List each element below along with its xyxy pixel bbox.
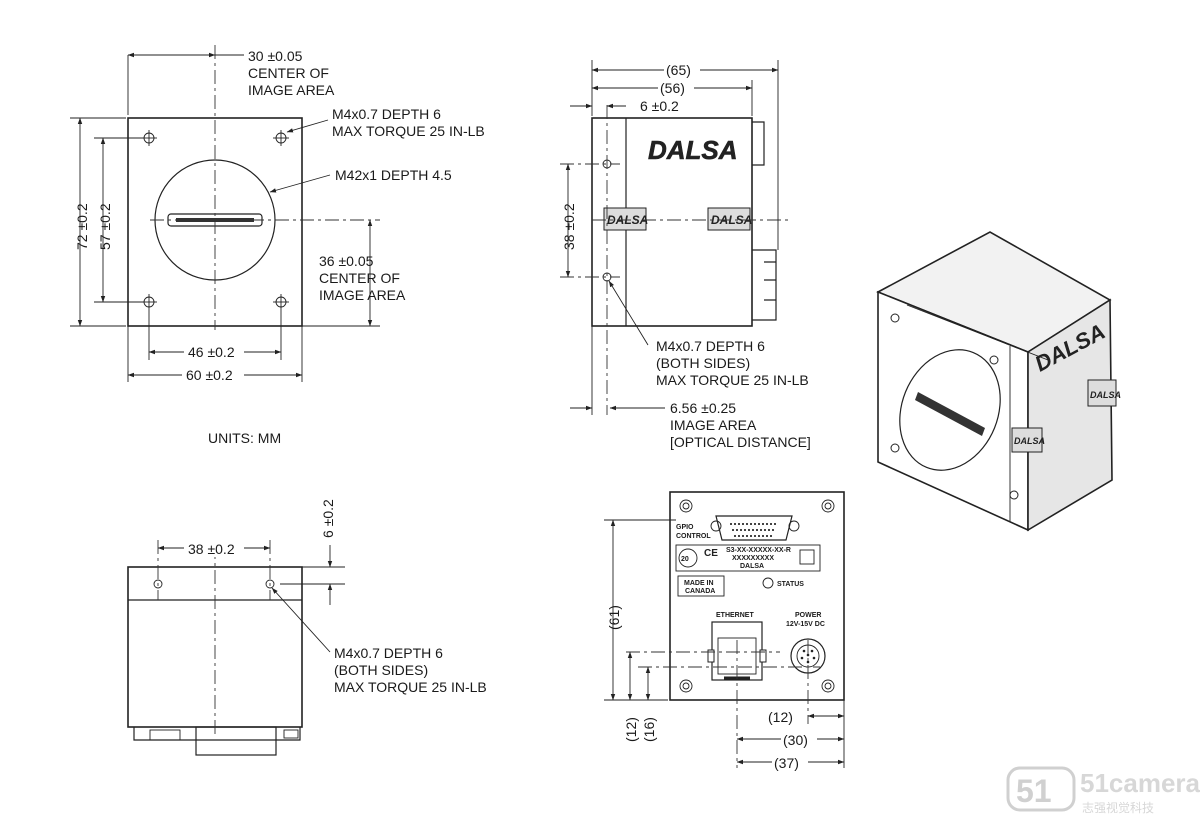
dim-top-value: 30 ±0.05 xyxy=(248,48,303,64)
dim-width-inner: 46 ±0.2 xyxy=(188,344,235,360)
dim-38: 38 ±0.2 xyxy=(561,203,577,250)
watermark-tagline: 志强视觉科技 xyxy=(1082,800,1154,815)
svg-text:DALSA: DALSA xyxy=(1014,436,1045,446)
ethernet-port xyxy=(707,621,767,681)
brand-plate-iso-1: DALSA xyxy=(1087,379,1121,407)
iso-side-face xyxy=(1027,298,1113,532)
dim-height-inner: 57 ±0.2 xyxy=(97,203,113,250)
dim-65: (65) xyxy=(666,62,691,78)
watermark: 51 51camera 志强视觉科技 xyxy=(1006,766,1200,815)
dim-30: (30) xyxy=(783,732,808,748)
thread-note-2: MAX TORQUE 25 IN-LB xyxy=(332,123,485,139)
ethernet-label: ETHERNET xyxy=(716,612,754,619)
corner-screw-icon xyxy=(679,499,835,693)
made-in-1: MADE IN xyxy=(684,580,714,587)
serial-3: DALSA xyxy=(740,563,764,570)
top-dim-6: 6 ±0.2 xyxy=(320,499,336,538)
power-label-1: POWER xyxy=(795,612,821,619)
top-thread-note-1: M4x0.7 DEPTH 6 xyxy=(334,645,443,661)
brand-side: DALSA xyxy=(648,135,738,165)
dim-right-note1: CENTER OF xyxy=(319,270,400,286)
front-view: 30 ±0.05 CENTER OF IMAGE AREA M4x0.7 DEP… xyxy=(70,45,485,384)
dim-height-outer: 72 ±0.2 xyxy=(74,203,90,250)
dim-width-outer: 60 ±0.2 xyxy=(186,367,233,383)
svg-text:DALSA: DALSA xyxy=(711,213,752,227)
watermark-brand: 51camera xyxy=(1080,768,1200,798)
gpio-label-1: GPIO xyxy=(676,524,694,531)
thread-note-1: M4x0.7 DEPTH 6 xyxy=(332,106,441,122)
svg-text:20: 20 xyxy=(681,556,689,563)
ce-mark: CE xyxy=(704,548,718,559)
status-label: STATUS xyxy=(777,581,804,588)
camera-logo-icon: 51 xyxy=(1006,766,1076,812)
dim-37: (37) xyxy=(774,755,799,771)
power-label-2: 12V-15V DC xyxy=(786,621,825,628)
dim-12-horizontal: (12) xyxy=(768,709,793,725)
dim-top-note2: IMAGE AREA xyxy=(248,82,335,98)
units-label: UNITS: MM xyxy=(208,430,281,446)
svg-text:DALSA: DALSA xyxy=(1090,390,1121,400)
side-view: DALSA DALSA DALSA (65) (56) 6 ±0.2 xyxy=(560,60,811,450)
iso-view: DALSA DALSA DALSA xyxy=(876,231,1121,532)
optical-note-1: 6.56 ±0.25 xyxy=(670,400,736,416)
brand-logo-side: DALSA xyxy=(648,135,738,166)
dim-6: 6 ±0.2 xyxy=(640,98,679,114)
top-dim-38: 38 ±0.2 xyxy=(188,541,235,557)
side-thread-note-2: (BOTH SIDES) xyxy=(656,355,750,371)
dim-56: (56) xyxy=(660,80,685,96)
dim-top-note1: CENTER OF xyxy=(248,65,329,81)
dim-61: (61) xyxy=(606,605,622,630)
brand-plate-left: DALSA xyxy=(603,207,648,231)
top-thread-note-3: MAX TORQUE 25 IN-LB xyxy=(334,679,487,695)
mount-hole-icon xyxy=(141,130,289,310)
dim-16: (16) xyxy=(641,717,657,742)
brand-plate-right: DALSA xyxy=(707,207,752,231)
serial-2: XXXXXXXXX xyxy=(732,555,774,562)
brand-plate-iso-2: DALSA xyxy=(1011,427,1045,453)
made-in-2: CANADA xyxy=(685,588,715,595)
gpio-connector xyxy=(710,515,800,541)
optical-note-3: [OPTICAL DISTANCE] xyxy=(670,434,811,450)
gpio-label-2: CONTROL xyxy=(676,533,711,540)
status-led xyxy=(762,577,774,589)
back-view: GPIO CONTROL 20 CE S3-XX-XXXXX-XX-R XXXX… xyxy=(604,491,845,771)
top-thread-note-2: (BOTH SIDES) xyxy=(334,662,428,678)
top-view: 38 ±0.2 6 ±0.2 M4x0.7 DEPTH 6 (BOTH SIDE… xyxy=(127,499,487,756)
optical-note-2: IMAGE AREA xyxy=(670,417,757,433)
dim-12-vertical: (12) xyxy=(623,717,639,742)
side-thread-note-1: M4x0.7 DEPTH 6 xyxy=(656,338,765,354)
dim-right-value: 36 ±0.05 xyxy=(319,253,374,269)
serial-1: S3-XX-XXXXX-XX-R xyxy=(726,547,791,554)
side-thread-note-3: MAX TORQUE 25 IN-LB xyxy=(656,372,809,388)
svg-text:51: 51 xyxy=(1016,773,1052,809)
mount-note: M42x1 DEPTH 4.5 xyxy=(335,167,452,183)
dim-right-note2: IMAGE AREA xyxy=(319,287,406,303)
